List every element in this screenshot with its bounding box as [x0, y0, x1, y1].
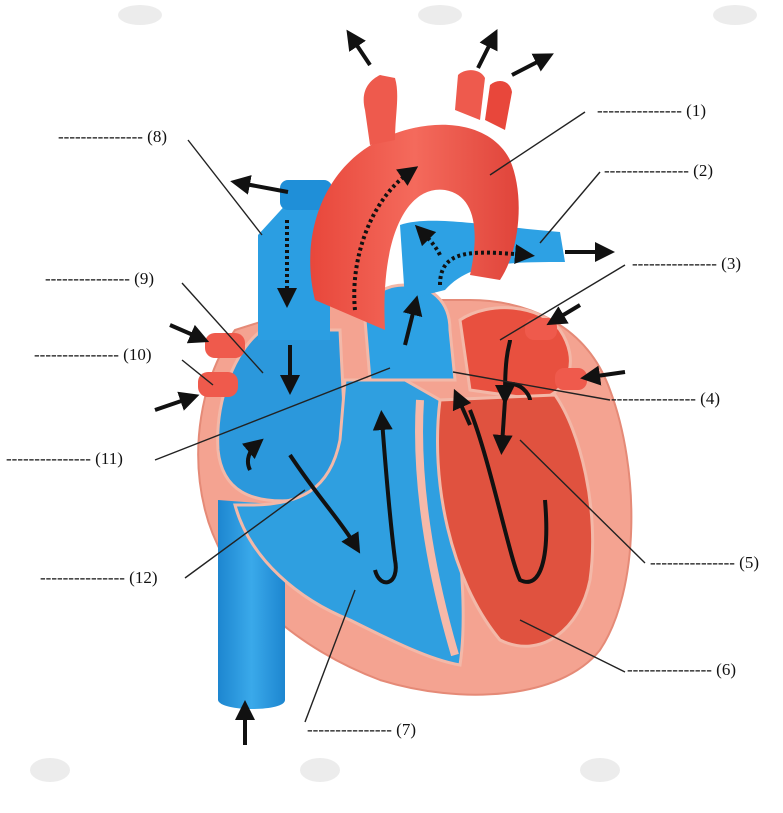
- label-8-blank: ---------------: [58, 127, 143, 146]
- pulmonary-vein-right-upper: [525, 318, 557, 340]
- label-12: --------------- (12): [40, 568, 158, 588]
- aortic-branch-3: [485, 81, 512, 130]
- label-11-number: (11): [95, 449, 123, 468]
- label-9-blank: ---------------: [45, 269, 130, 288]
- label-10-blank: ---------------: [34, 345, 119, 364]
- label-6-blank: ---------------: [627, 660, 712, 679]
- label-3-blank: ---------------: [632, 254, 717, 273]
- pulmonary-vein-left-lower: [198, 372, 238, 397]
- label-12-blank: ---------------: [40, 568, 125, 587]
- label-2: --------------- (2): [604, 161, 713, 181]
- aortic-branch-1: [364, 75, 398, 145]
- label-2-blank: ---------------: [604, 161, 689, 180]
- label-11-blank: ---------------: [6, 449, 91, 468]
- label-8-number: (8): [147, 127, 167, 146]
- label-12-number: (12): [129, 568, 157, 587]
- label-5-blank: ---------------: [650, 553, 735, 572]
- label-5: --------------- (5): [650, 553, 759, 573]
- label-1-number: (1): [686, 101, 706, 120]
- label-2-number: (2): [693, 161, 713, 180]
- label-5-number: (5): [739, 553, 759, 572]
- label-6: --------------- (6): [627, 660, 736, 680]
- label-11: --------------- (11): [6, 449, 123, 469]
- aortic-branch-2: [455, 70, 485, 120]
- label-4-number: (4): [700, 389, 720, 408]
- label-7-blank: ---------------: [307, 720, 392, 739]
- label-1: --------------- (1): [597, 101, 706, 121]
- label-6-number: (6): [716, 660, 736, 679]
- label-3-number: (3): [721, 254, 741, 273]
- label-7-number: (7): [396, 720, 416, 739]
- label-10: --------------- (10): [34, 345, 152, 365]
- label-10-number: (10): [123, 345, 151, 364]
- label-7: --------------- (7): [307, 720, 416, 740]
- label-8: --------------- (8): [58, 127, 167, 147]
- label-4: --------------- (4): [611, 389, 720, 409]
- label-4-blank: ---------------: [611, 389, 696, 408]
- label-1-blank: ---------------: [597, 101, 682, 120]
- label-9: --------------- (9): [45, 269, 154, 289]
- label-9-number: (9): [134, 269, 154, 288]
- label-3: --------------- (3): [632, 254, 741, 274]
- pulmonary-vein-right-lower: [555, 368, 587, 390]
